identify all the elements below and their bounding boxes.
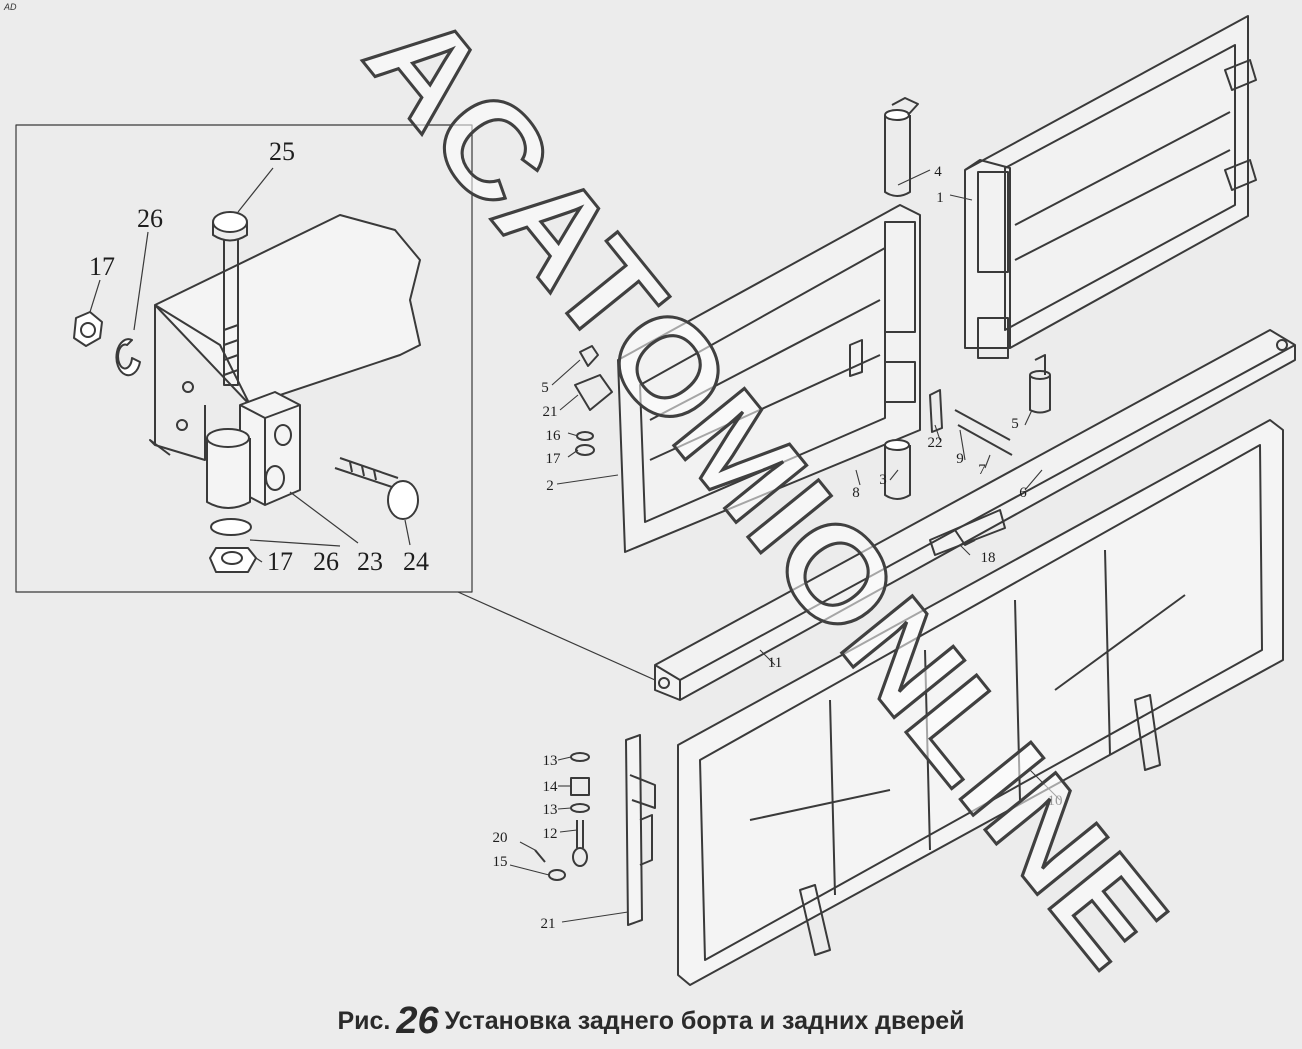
inset-washer-26-left xyxy=(115,338,141,377)
hinge-pin-4 xyxy=(884,97,919,197)
callout-inset-25: 25 xyxy=(269,137,295,166)
inset-callout-labels: 25 26 17 17 26 23 24 xyxy=(89,137,429,576)
callout-2: 2 xyxy=(546,478,554,494)
callout-1: 1 xyxy=(936,190,944,206)
inset-beam xyxy=(149,214,421,461)
callout-21-bottom: 21 xyxy=(541,916,556,932)
inset-frame xyxy=(15,124,473,593)
inset-washer-26-bottom xyxy=(210,518,252,536)
bracket-5-21-hardware xyxy=(574,345,613,456)
tailgate-panel-10 xyxy=(677,419,1284,986)
callout-6: 6 xyxy=(1019,485,1027,501)
inset-hinge-block xyxy=(206,391,301,509)
callout-13-top: 13 xyxy=(543,753,558,769)
callout-inset-17-bottom: 17 xyxy=(267,547,293,576)
callout-5-left: 5 xyxy=(541,380,549,396)
callout-9: 9 xyxy=(956,451,964,467)
callout-4: 4 xyxy=(934,164,942,180)
caption-text: Установка заднего борта и задних дверей xyxy=(444,1007,965,1035)
latch-18 xyxy=(929,509,1006,556)
callout-7: 7 xyxy=(978,462,986,478)
callout-13-bottom: 13 xyxy=(543,802,558,818)
inset-nut-17-left xyxy=(73,311,103,347)
caption-prefix: Рис. xyxy=(337,1007,391,1035)
main-callout-labels: 4 1 5 21 16 17 2 3 8 22 9 7 5 6 18 11 10… xyxy=(493,164,1063,932)
callout-21-top: 21 xyxy=(543,404,558,420)
inset-leader-lines xyxy=(89,167,411,563)
inset-nut-17-bottom xyxy=(209,547,257,573)
callout-15: 15 xyxy=(493,854,508,870)
latch-post-21 xyxy=(625,734,656,926)
callout-14: 14 xyxy=(543,779,559,795)
callout-inset-26-bottom: 26 xyxy=(313,547,339,576)
inset-bolt-25 xyxy=(212,211,248,386)
callout-11: 11 xyxy=(768,655,782,671)
callout-5-right: 5 xyxy=(1011,416,1019,432)
callout-10: 10 xyxy=(1048,793,1063,809)
callout-20: 20 xyxy=(493,830,508,846)
callout-12: 12 xyxy=(543,826,558,842)
main-leader-lines xyxy=(509,169,1061,923)
callout-inset-24: 24 xyxy=(403,547,429,576)
inset-leader-line xyxy=(457,591,656,681)
callout-inset-23: 23 xyxy=(357,547,383,576)
tailgate-beam-11 xyxy=(654,329,1296,701)
hinge-pin-3 xyxy=(884,439,911,500)
callout-17: 17 xyxy=(546,451,562,467)
callout-inset-17-left: 17 xyxy=(89,252,115,281)
callout-18: 18 xyxy=(981,550,996,566)
rear-door-right xyxy=(964,15,1257,359)
callout-22: 22 xyxy=(928,435,943,451)
inset-bolt-24 xyxy=(334,457,419,520)
caption-number: 26 xyxy=(396,1000,439,1042)
callout-8: 8 xyxy=(852,485,860,501)
callout-inset-26-top: 26 xyxy=(137,204,163,233)
callout-3: 3 xyxy=(879,472,887,488)
rear-door-left xyxy=(617,204,921,553)
corner-tag: AD xyxy=(4,2,17,12)
bracket-22-9-7 xyxy=(929,354,1051,456)
callout-16: 16 xyxy=(546,428,562,444)
